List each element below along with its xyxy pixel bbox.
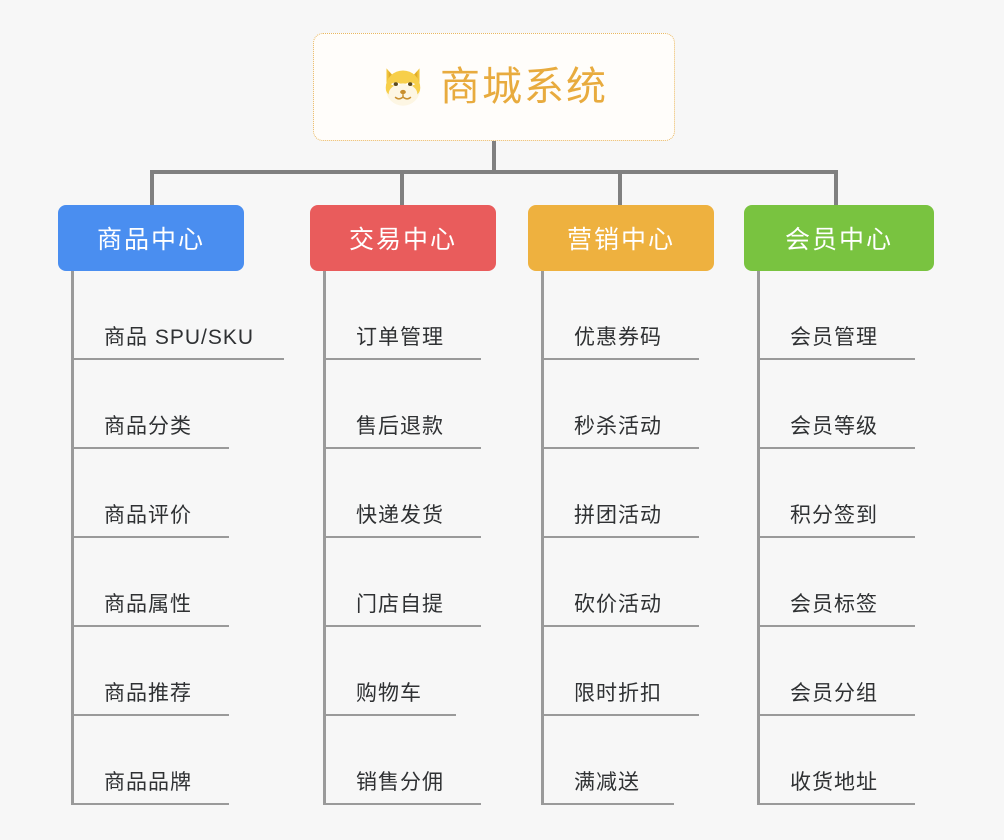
list-item-rule — [74, 358, 284, 360]
list-item-rule — [760, 714, 915, 716]
list-item[interactable]: 砍价活动 — [544, 538, 748, 627]
root-node-mall-system[interactable]: 商城系统 — [313, 33, 675, 141]
branch-trade-center: 交易中心 订单管理 售后退款 快递发货 门店自提 — [310, 205, 530, 805]
list-item[interactable]: 满减送 — [544, 716, 748, 805]
branch-header-marketing-center[interactable]: 营销中心 — [528, 205, 714, 271]
list-item-label: 门店自提 — [356, 592, 444, 616]
list-item-label: 商品推荐 — [104, 681, 192, 705]
root-title: 商城系统 — [440, 65, 608, 109]
list-item-rule — [760, 536, 915, 538]
list-item[interactable]: 订单管理 — [326, 271, 530, 360]
list-item[interactable]: 门店自提 — [326, 538, 530, 627]
list-item-label: 秒杀活动 — [574, 414, 662, 438]
connector-root-stem — [492, 141, 496, 173]
shiba-dog-icon — [385, 68, 421, 106]
list-item-rule — [74, 625, 229, 627]
branch-header-product-center[interactable]: 商品中心 — [58, 205, 244, 271]
list-item-rule — [326, 358, 481, 360]
list-item-label: 会员标签 — [790, 592, 878, 616]
list-item-rule — [760, 447, 915, 449]
list-item[interactable]: 商品分类 — [74, 360, 278, 449]
list-item-label: 限时折扣 — [574, 681, 662, 705]
list-item-rule — [326, 447, 481, 449]
list-item[interactable]: 会员分组 — [760, 627, 964, 716]
list-item-rule — [544, 625, 699, 627]
list-item[interactable]: 积分签到 — [760, 449, 964, 538]
branch-marketing-center: 营销中心 优惠券码 秒杀活动 拼团活动 砍价活动 — [528, 205, 748, 805]
list-item[interactable]: 会员等级 — [760, 360, 964, 449]
list-item-label: 拼团活动 — [574, 503, 662, 527]
list-item-rule — [326, 803, 481, 805]
connector-horizontal-bus — [150, 170, 838, 174]
list-item[interactable]: 会员标签 — [760, 538, 964, 627]
list-item-label: 收货地址 — [790, 770, 878, 794]
list-item-label: 快递发货 — [356, 503, 444, 527]
list-item-rule — [74, 714, 229, 716]
list-item-label: 销售分佣 — [356, 770, 444, 794]
list-item-rule — [760, 803, 915, 805]
list-item-label: 满减送 — [574, 770, 640, 794]
list-item[interactable]: 限时折扣 — [544, 627, 748, 716]
list-item[interactable]: 会员管理 — [760, 271, 964, 360]
list-item[interactable]: 收货地址 — [760, 716, 964, 805]
connector-drop-member-center — [834, 170, 838, 205]
branch-product-center: 商品中心 商品 SPU/SKU 商品分类 商品评价 商品属性 — [58, 205, 284, 805]
list-item[interactable]: 拼团活动 — [544, 449, 748, 538]
list-item-label: 订单管理 — [356, 325, 444, 349]
list-item[interactable]: 销售分佣 — [326, 716, 530, 805]
branch-items-marketing-center: 优惠券码 秒杀活动 拼团活动 砍价活动 限时折扣 — [541, 271, 748, 805]
list-item-label: 商品品牌 — [104, 770, 192, 794]
list-item-label: 购物车 — [356, 681, 422, 705]
list-item-rule — [326, 536, 481, 538]
list-item[interactable]: 商品品牌 — [74, 716, 278, 805]
list-item-rule — [326, 625, 481, 627]
list-item-rule — [760, 358, 915, 360]
list-item-label: 会员分组 — [790, 681, 878, 705]
list-item-rule — [760, 625, 915, 627]
connector-drop-trade-center — [400, 170, 404, 205]
list-item-label: 商品 SPU/SKU — [104, 325, 255, 349]
list-item[interactable]: 商品评价 — [74, 449, 278, 538]
list-item-label: 会员等级 — [790, 414, 878, 438]
list-item-rule — [544, 447, 699, 449]
list-item-rule — [74, 803, 229, 805]
list-item[interactable]: 商品推荐 — [74, 627, 278, 716]
branch-member-center: 会员中心 会员管理 会员等级 积分签到 会员标签 — [744, 205, 964, 805]
list-item-rule — [326, 714, 456, 716]
branch-header-member-center[interactable]: 会员中心 — [744, 205, 934, 271]
list-item[interactable]: 商品 SPU/SKU — [74, 271, 284, 360]
list-item-label: 会员管理 — [790, 325, 878, 349]
list-item-label: 商品属性 — [104, 592, 192, 616]
list-item[interactable]: 快递发货 — [326, 449, 530, 538]
branch-items-member-center: 会员管理 会员等级 积分签到 会员标签 会员分组 — [757, 271, 964, 805]
list-item-label: 优惠券码 — [574, 325, 662, 349]
list-item-rule — [544, 714, 699, 716]
connector-drop-product-center — [150, 170, 154, 205]
list-item-rule — [544, 536, 699, 538]
list-item-rule — [74, 536, 229, 538]
list-item[interactable]: 购物车 — [326, 627, 530, 716]
branch-items-product-center: 商品 SPU/SKU 商品分类 商品评价 商品属性 商品推荐 — [71, 271, 284, 805]
list-item-rule — [544, 803, 674, 805]
list-item-label: 售后退款 — [356, 414, 444, 438]
connector-drop-marketing-center — [618, 170, 622, 205]
list-item[interactable]: 商品属性 — [74, 538, 278, 627]
list-item-label: 积分签到 — [790, 503, 878, 527]
branch-header-trade-center[interactable]: 交易中心 — [310, 205, 496, 271]
list-item-rule — [74, 447, 229, 449]
branch-items-trade-center: 订单管理 售后退款 快递发货 门店自提 购物车 — [323, 271, 530, 805]
list-item-rule — [544, 358, 699, 360]
list-item-label: 砍价活动 — [574, 592, 662, 616]
list-item[interactable]: 售后退款 — [326, 360, 530, 449]
list-item[interactable]: 优惠券码 — [544, 271, 748, 360]
branch-columns: 商品中心 商品 SPU/SKU 商品分类 商品评价 商品属性 — [0, 205, 1004, 815]
list-item[interactable]: 秒杀活动 — [544, 360, 748, 449]
list-item-label: 商品分类 — [104, 414, 192, 438]
list-item-label: 商品评价 — [104, 503, 192, 527]
